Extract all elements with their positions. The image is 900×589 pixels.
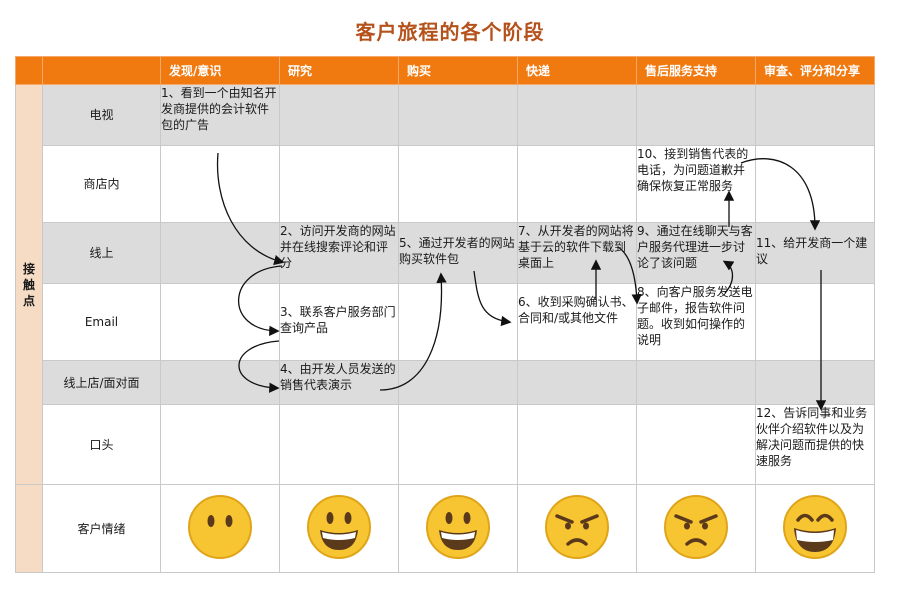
row-store: 商店内 10、接到销售代表的电话，为问题道歉并确保恢复正常服务 (16, 145, 875, 223)
row-label-online: 线上 (42, 222, 161, 284)
row-online: 线上 2、访问开发商的网站并在线搜索评论和评分 5、通过开发者的网站购买软件包 … (16, 222, 875, 284)
neutral-face-icon (188, 494, 252, 559)
step-2: 2、访问开发商的网站并在线搜索评论和评分 (279, 222, 399, 284)
grinning-face-icon (307, 494, 371, 559)
step-5: 5、通过开发者的网站购买软件包 (398, 222, 518, 284)
grinning-face-icon (426, 494, 490, 559)
step-6: 6、收到采购确认书、合同和/或其他文件 (517, 283, 637, 361)
step-11: 11、给开发商一个建议 (755, 222, 875, 284)
step-12: 12、告诉同事和业务伙伴介绍软件以及为解决问题而提供的快速服务 (755, 404, 875, 485)
stage-header-row: 发现/意识 研究 购买 快递 售后服务支持 审查、评分和分享 (15, 56, 875, 85)
stage-header-delivery: 快递 (517, 56, 637, 85)
step-9: 9、通过在线聊天与客户服务代理进一步讨论了该问题 (636, 222, 756, 284)
row-label-tv: 电视 (42, 84, 161, 146)
step-3: 3、联系客户服务部门查询产品 (279, 283, 399, 361)
stage-header-research: 研究 (279, 56, 399, 85)
journey-table: 发现/意识 研究 购买 快递 售后服务支持 审查、评分和分享 接触点 电视 1、… (15, 56, 875, 573)
step-10: 10、接到销售代表的电话，为问题道歉并确保恢复正常服务 (636, 145, 756, 223)
row-in-person: 线上店/面对面 4、由开发人员发送的销售代表演示 (16, 360, 875, 405)
stage-header-review: 审查、评分和分享 (755, 56, 875, 85)
step-8: 8、向客户服务发送电子邮件，报告软件问题。收到如何操作的说明 (636, 283, 756, 361)
row-label-email: Email (42, 283, 161, 361)
row-label-store: 商店内 (42, 145, 161, 223)
step-1: 1、看到一个由知名开发商提供的会计软件包的广告 (160, 84, 280, 146)
step-7: 7、从开发者的网站将基于云的软件下载到桌面上 (517, 222, 637, 284)
header-blank-label (42, 56, 161, 85)
row-label-in-person: 线上店/面对面 (42, 360, 161, 405)
row-label-emotion: 客户情绪 (42, 484, 161, 573)
stage-header-support: 售后服务支持 (636, 56, 756, 85)
angry-face-icon (664, 494, 728, 559)
diagram-title: 客户旅程的各个阶段 (355, 20, 545, 44)
row-tv: 接触点 电视 1、看到一个由知名开发商提供的会计软件包的广告 (15, 84, 875, 485)
row-emotions: 客户情绪 (15, 484, 875, 573)
row-email: Email 3、联系客户服务部门查询产品 6、收到采购确认书、合同和/或其他文件… (16, 283, 875, 361)
stage-header-discover: 发现/意识 (160, 56, 280, 85)
header-blank-side (15, 56, 43, 85)
stage-header-purchase: 购买 (398, 56, 518, 85)
touchpoint-side-label: 接触点 (15, 84, 43, 485)
step-4: 4、由开发人员发送的销售代表演示 (279, 360, 399, 405)
angry-face-icon (545, 494, 609, 559)
beaming-face-icon (783, 494, 847, 559)
row-word-of-mouth: 口头 12、告诉同事和业务伙伴介绍软件以及为解决问题而提供的快速服务 (16, 404, 875, 485)
row-label-word-of-mouth: 口头 (42, 404, 161, 485)
